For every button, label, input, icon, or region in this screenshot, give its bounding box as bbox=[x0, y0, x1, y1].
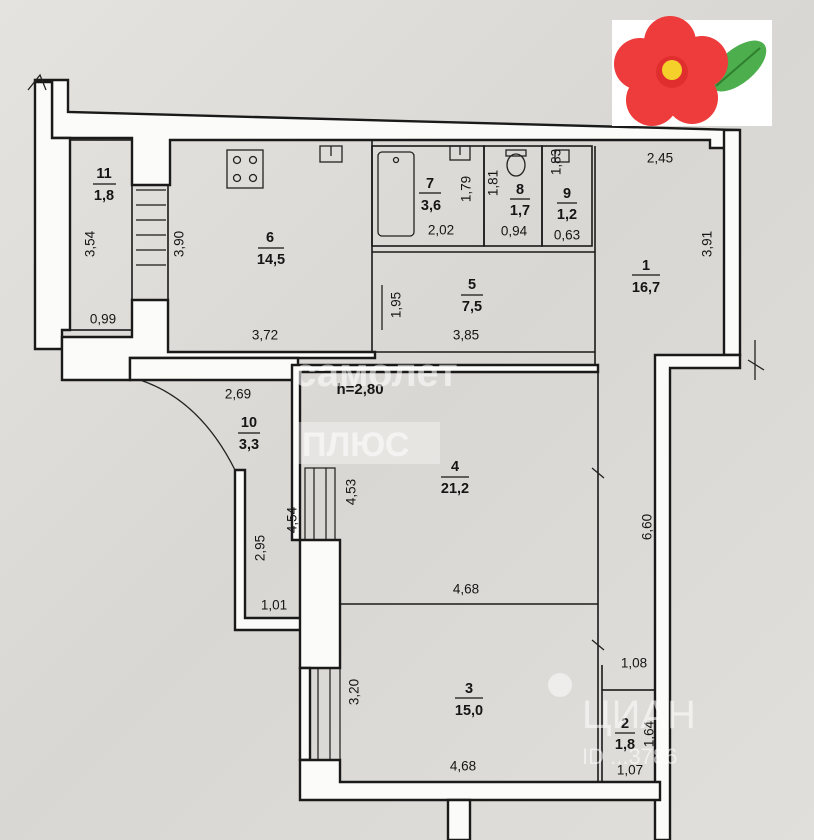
dim-label: 1,95 bbox=[389, 292, 404, 318]
room-5-number: 5 bbox=[468, 277, 476, 293]
room-1-area: 16,7 bbox=[632, 280, 660, 296]
outer-walls bbox=[33, 78, 742, 840]
room-6-area: 14,5 bbox=[257, 252, 285, 268]
room-4-area: 21,2 bbox=[441, 481, 469, 497]
room-10-area: 3,3 bbox=[239, 437, 259, 453]
room-6-number: 6 bbox=[266, 230, 274, 246]
flower-sticker bbox=[612, 16, 772, 126]
dim-label: 1,64 bbox=[642, 720, 657, 747]
dim-label: 4,68 bbox=[453, 582, 479, 597]
samolet-plus-text: ПЛЮС bbox=[302, 426, 409, 464]
room-5-area: 7,5 bbox=[462, 299, 482, 315]
room-2-number: 2 bbox=[621, 716, 629, 732]
basin-icon bbox=[554, 149, 570, 163]
interior-walls bbox=[27, 73, 765, 783]
dimension-labels: 3,54 0,99 3,90 3,72 1,79 2,02 1,81 0,94 … bbox=[83, 149, 715, 778]
dim-label: 1,08 bbox=[621, 656, 647, 671]
cian-brand-text: ЦИАН bbox=[582, 693, 696, 737]
dim-label: 4,68 bbox=[450, 759, 476, 774]
dim-label: 3,72 bbox=[252, 328, 278, 343]
dim-label: 1,83 bbox=[549, 149, 564, 175]
room-3-area: 15,0 bbox=[455, 703, 483, 719]
dim-label: 4,54 bbox=[285, 506, 300, 533]
room-8-number: 8 bbox=[516, 182, 524, 198]
cian-watermark: ЦИАН ID ...3786 bbox=[548, 673, 696, 769]
fixtures bbox=[226, 145, 570, 237]
room-7-area: 3,6 bbox=[421, 198, 441, 214]
dim-label: 1,81 bbox=[486, 170, 501, 196]
room-2-area: 1,8 bbox=[615, 737, 635, 753]
dim-label: 4,53 bbox=[344, 479, 359, 505]
samolet-brand-text: самолет bbox=[294, 351, 458, 395]
dim-label: 3,20 bbox=[347, 679, 362, 705]
room-1-number: 1 bbox=[642, 258, 650, 274]
cian-id-text: ID ...3786 bbox=[582, 744, 677, 769]
bathtub-icon bbox=[377, 151, 415, 237]
room-labels: 11 1,8 6 14,5 7 3,6 8 1,7 9 1,2 5 7,5 1 … bbox=[93, 166, 660, 753]
room-11-area: 1,8 bbox=[94, 188, 114, 204]
room-8-area: 1,7 bbox=[510, 203, 530, 219]
room-3-number: 3 bbox=[465, 681, 473, 697]
dim-label: 2,45 bbox=[647, 151, 673, 166]
dim-label: 2,95 bbox=[253, 535, 268, 561]
dim-label: 3,85 bbox=[453, 328, 479, 343]
dim-label: 2,02 bbox=[428, 223, 454, 238]
dim-label: 1,07 bbox=[617, 763, 643, 778]
dim-label: 3,91 bbox=[700, 231, 715, 257]
stove-icon bbox=[226, 149, 264, 189]
dim-label: 2,69 bbox=[225, 387, 251, 402]
room-10-number: 10 bbox=[241, 415, 257, 431]
dim-label: 1,01 bbox=[261, 598, 287, 613]
flower-icon bbox=[614, 16, 728, 126]
dim-label: 6,60 bbox=[640, 514, 655, 540]
room-11-number: 11 bbox=[96, 166, 111, 182]
dim-label: 1,79 bbox=[459, 176, 474, 202]
samolet-watermark: самолет ПЛЮС bbox=[294, 351, 458, 464]
dim-label: 3,90 bbox=[172, 231, 187, 257]
room-9-number: 9 bbox=[563, 186, 571, 202]
toilet-icon bbox=[506, 153, 526, 177]
room-4-number: 4 bbox=[451, 459, 459, 475]
dim-label: 0,63 bbox=[554, 228, 580, 243]
ceiling-height-label: h=2,80 bbox=[336, 381, 383, 398]
room-7-number: 7 bbox=[426, 176, 434, 192]
dim-label: 0,94 bbox=[501, 224, 528, 239]
room-9-area: 1,2 bbox=[557, 207, 577, 223]
dim-label: 0,99 bbox=[90, 312, 116, 327]
dim-label: 3,54 bbox=[83, 230, 98, 257]
